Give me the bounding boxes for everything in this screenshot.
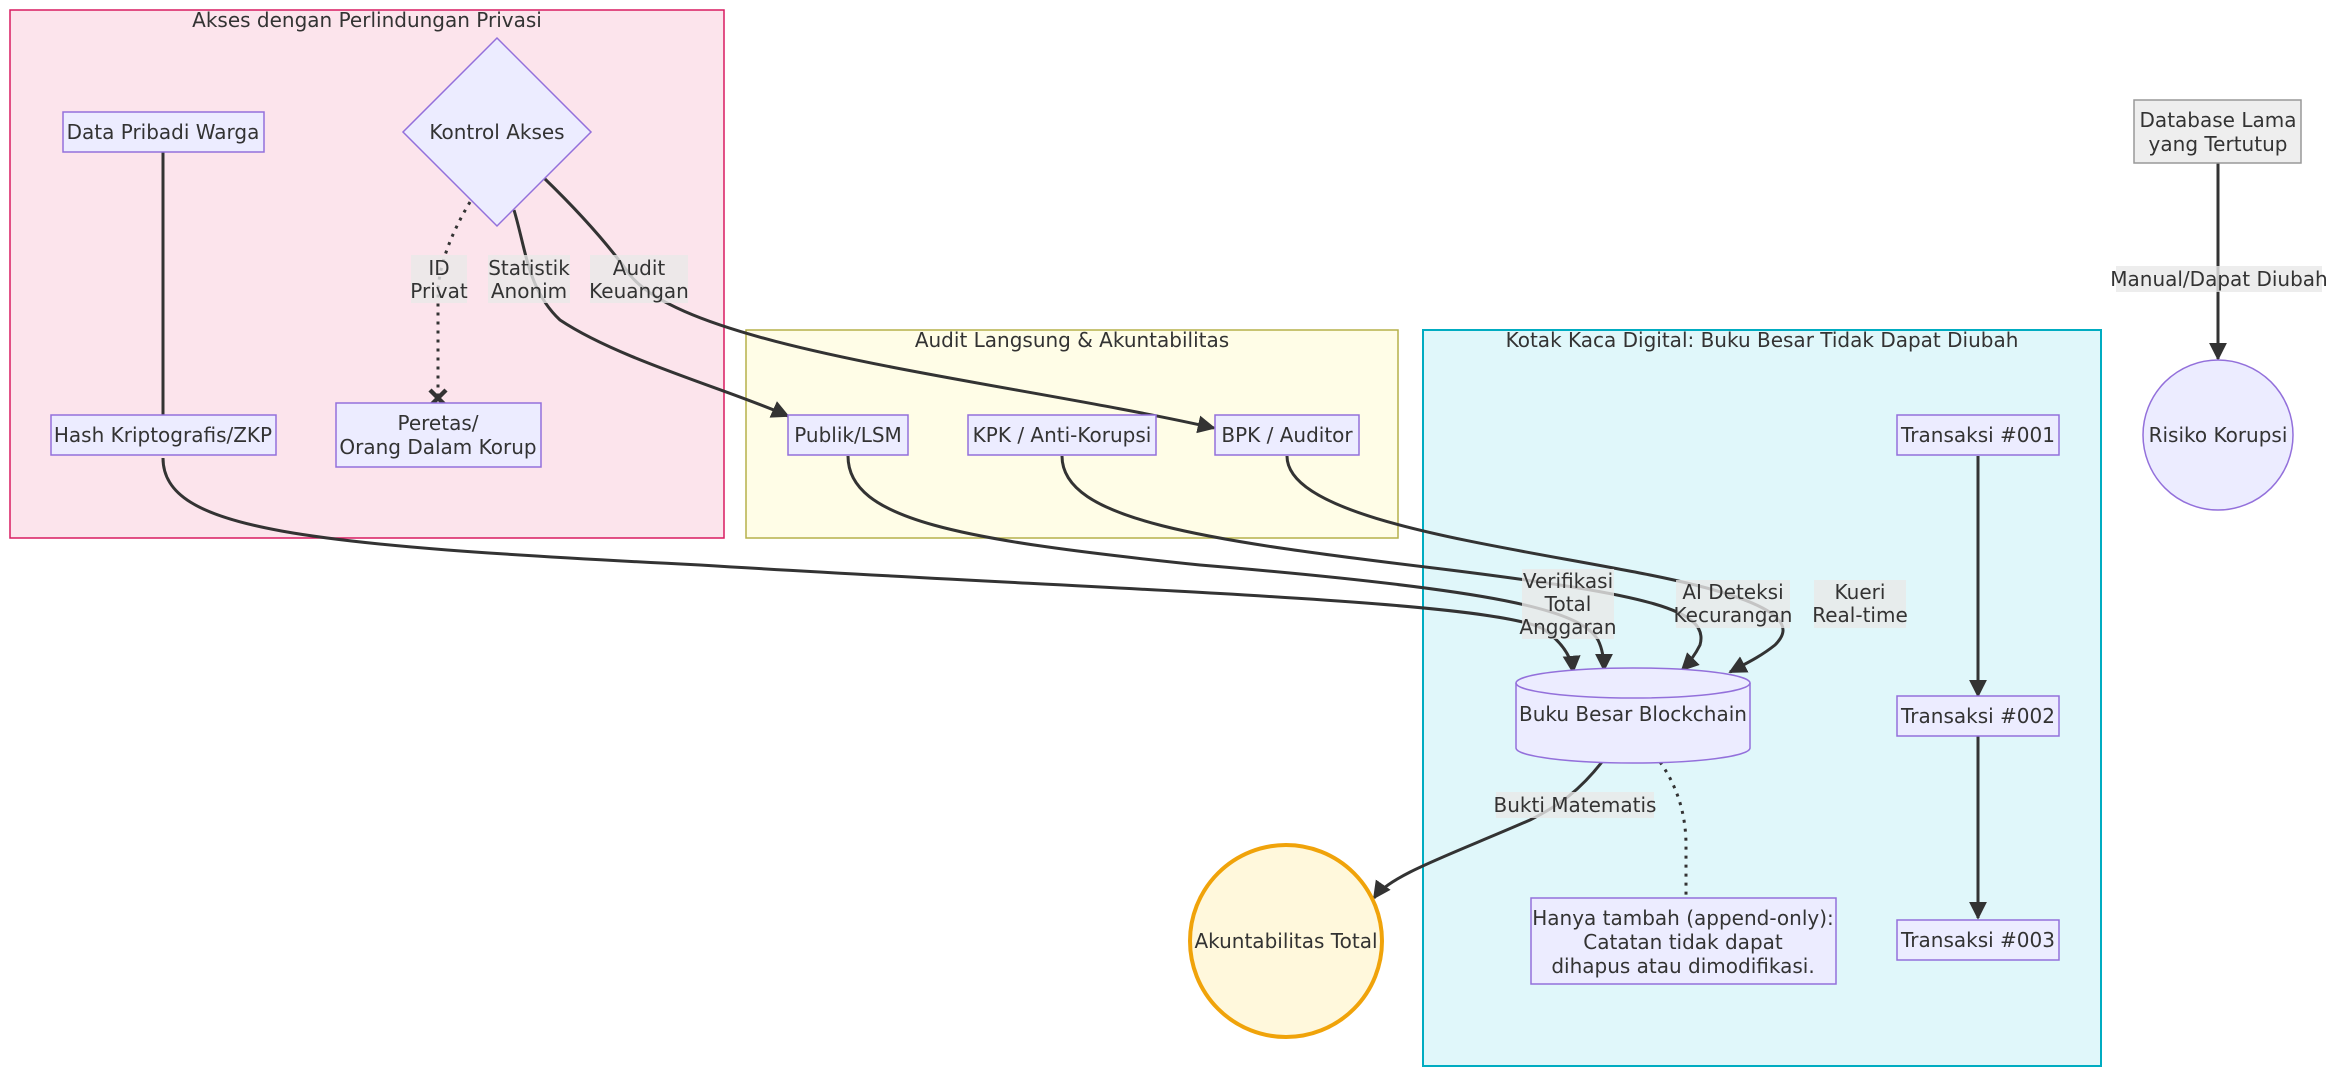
node-ledger-label: Buku Besar Blockchain	[1519, 702, 1747, 726]
node-tx2-label: Transaksi #002	[1900, 704, 2055, 728]
edge-label-stat-1: Statistik	[488, 256, 570, 280]
node-akuntabilitas-label: Akuntabilitas Total	[1194, 929, 1377, 953]
edge-publik-to-ledger	[846, 455, 1613, 672]
edge-label-kueri: Kueri Real-time	[1812, 580, 1908, 628]
node-risiko[interactable]: Risiko Korupsi	[2142, 359, 2294, 511]
edge-label-audit: Audit Keuangan	[589, 255, 689, 303]
cluster-glassbox-title: Kotak Kaca Digital: Buku Besar Tidak Dap…	[1506, 328, 2019, 352]
edge-label-audit-1: Audit	[613, 256, 666, 280]
node-legacy-label-1: Database Lama	[2140, 108, 2297, 132]
node-kpk-label: KPK / Anti-Korupsi	[973, 423, 1152, 447]
node-tx3-label: Transaksi #003	[1900, 928, 2055, 952]
edge-label-statistik: Statistik Anonim	[488, 255, 570, 303]
node-peretas-label-1: Peretas/	[398, 411, 479, 435]
edge-label-stat-2: Anonim	[491, 279, 567, 303]
edge-label-bukti: Bukti Matematis	[1494, 792, 1657, 818]
edge-ledger-to-akuntabilitas	[1372, 761, 1604, 900]
edge-label-ai: AI Deteksi Kecurangan	[1674, 580, 1793, 628]
node-kpk[interactable]: KPK / Anti-Korupsi	[967, 414, 1157, 456]
node-data-pribadi[interactable]: Data Pribadi Warga	[62, 111, 265, 153]
node-akuntabilitas[interactable]: Akuntabilitas Total	[1188, 843, 1384, 1039]
edge-label-verifikasi: Verifikasi Total Anggaran	[1519, 569, 1617, 639]
edge-label-ai-2: Kecurangan	[1674, 603, 1793, 627]
edge-ledger-to-note	[1658, 761, 1688, 898]
edge-label-ai-1: AI Deteksi	[1682, 580, 1783, 604]
node-legacy-label-2: yang Tertutup	[2149, 132, 2288, 156]
edge-label-id-2: Privat	[410, 279, 468, 303]
node-peretas[interactable]: Peretas/ Orang Dalam Korup	[335, 402, 542, 468]
edge-label-verif-2: Total	[1544, 592, 1592, 616]
edge-label-kueri-2: Real-time	[1812, 603, 1908, 627]
node-bpk-label: BPK / Auditor	[1221, 423, 1353, 447]
edge-label-verif-3: Anggaran	[1519, 615, 1616, 639]
node-tx1-label: Transaksi #001	[1900, 423, 2055, 447]
node-publik-label: Publik/LSM	[794, 423, 902, 447]
node-note[interactable]: Hanya tambah (append-only): Catatan tida…	[1530, 897, 1837, 985]
edge-label-bukti-text: Bukti Matematis	[1494, 793, 1657, 817]
node-legacy-db[interactable]: Database Lama yang Tertutup	[2133, 99, 2302, 164]
edge-label-audit-2: Keuangan	[589, 279, 689, 303]
node-tx3[interactable]: Transaksi #003	[1896, 919, 2060, 961]
node-tx2[interactable]: Transaksi #002	[1896, 695, 2060, 737]
node-hash[interactable]: Hash Kriptografis/ZKP	[50, 414, 277, 456]
node-bpk[interactable]: BPK / Auditor	[1214, 414, 1360, 456]
node-publik[interactable]: Publik/LSM	[787, 414, 909, 456]
edge-kpk-to-ledger	[1060, 455, 1703, 672]
node-ledger[interactable]: Buku Besar Blockchain	[1515, 667, 1751, 764]
edge-label-id-privat: ID Privat	[410, 255, 468, 303]
edge-label-verif-1: Verifikasi	[1523, 569, 1613, 593]
node-note-label-2: Catatan tidak dapat	[1583, 930, 1783, 954]
cluster-audit-title: Audit Langsung & Akuntabilitas	[915, 328, 1229, 352]
cluster-privacy-title: Akses dengan Perlindungan Privasi	[192, 8, 542, 32]
node-kontrol-akses-label: Kontrol Akses	[429, 120, 564, 144]
node-note-label-3: dihapus atau dimodifikasi.	[1551, 954, 1814, 978]
edge-label-manual-text: Manual/Dapat Diubah	[2110, 267, 2327, 291]
node-data-pribadi-label: Data Pribadi Warga	[67, 120, 260, 144]
node-risiko-label: Risiko Korupsi	[2149, 423, 2288, 447]
node-note-label-1: Hanya tambah (append-only):	[1532, 906, 1834, 930]
edge-label-kueri-1: Kueri	[1835, 580, 1886, 604]
node-tx1[interactable]: Transaksi #001	[1896, 414, 2060, 456]
edge-label-manual: Manual/Dapat Diubah	[2110, 266, 2328, 292]
node-kontrol-akses[interactable]: Kontrol Akses	[401, 36, 593, 228]
edge-kontrol-to-publik	[512, 209, 790, 418]
node-hash-label: Hash Kriptografis/ZKP	[54, 423, 272, 447]
edge-kontrol-to-bpk	[542, 176, 1216, 434]
edge-label-id-1: ID	[428, 256, 449, 280]
node-peretas-label-2: Orang Dalam Korup	[339, 435, 536, 459]
